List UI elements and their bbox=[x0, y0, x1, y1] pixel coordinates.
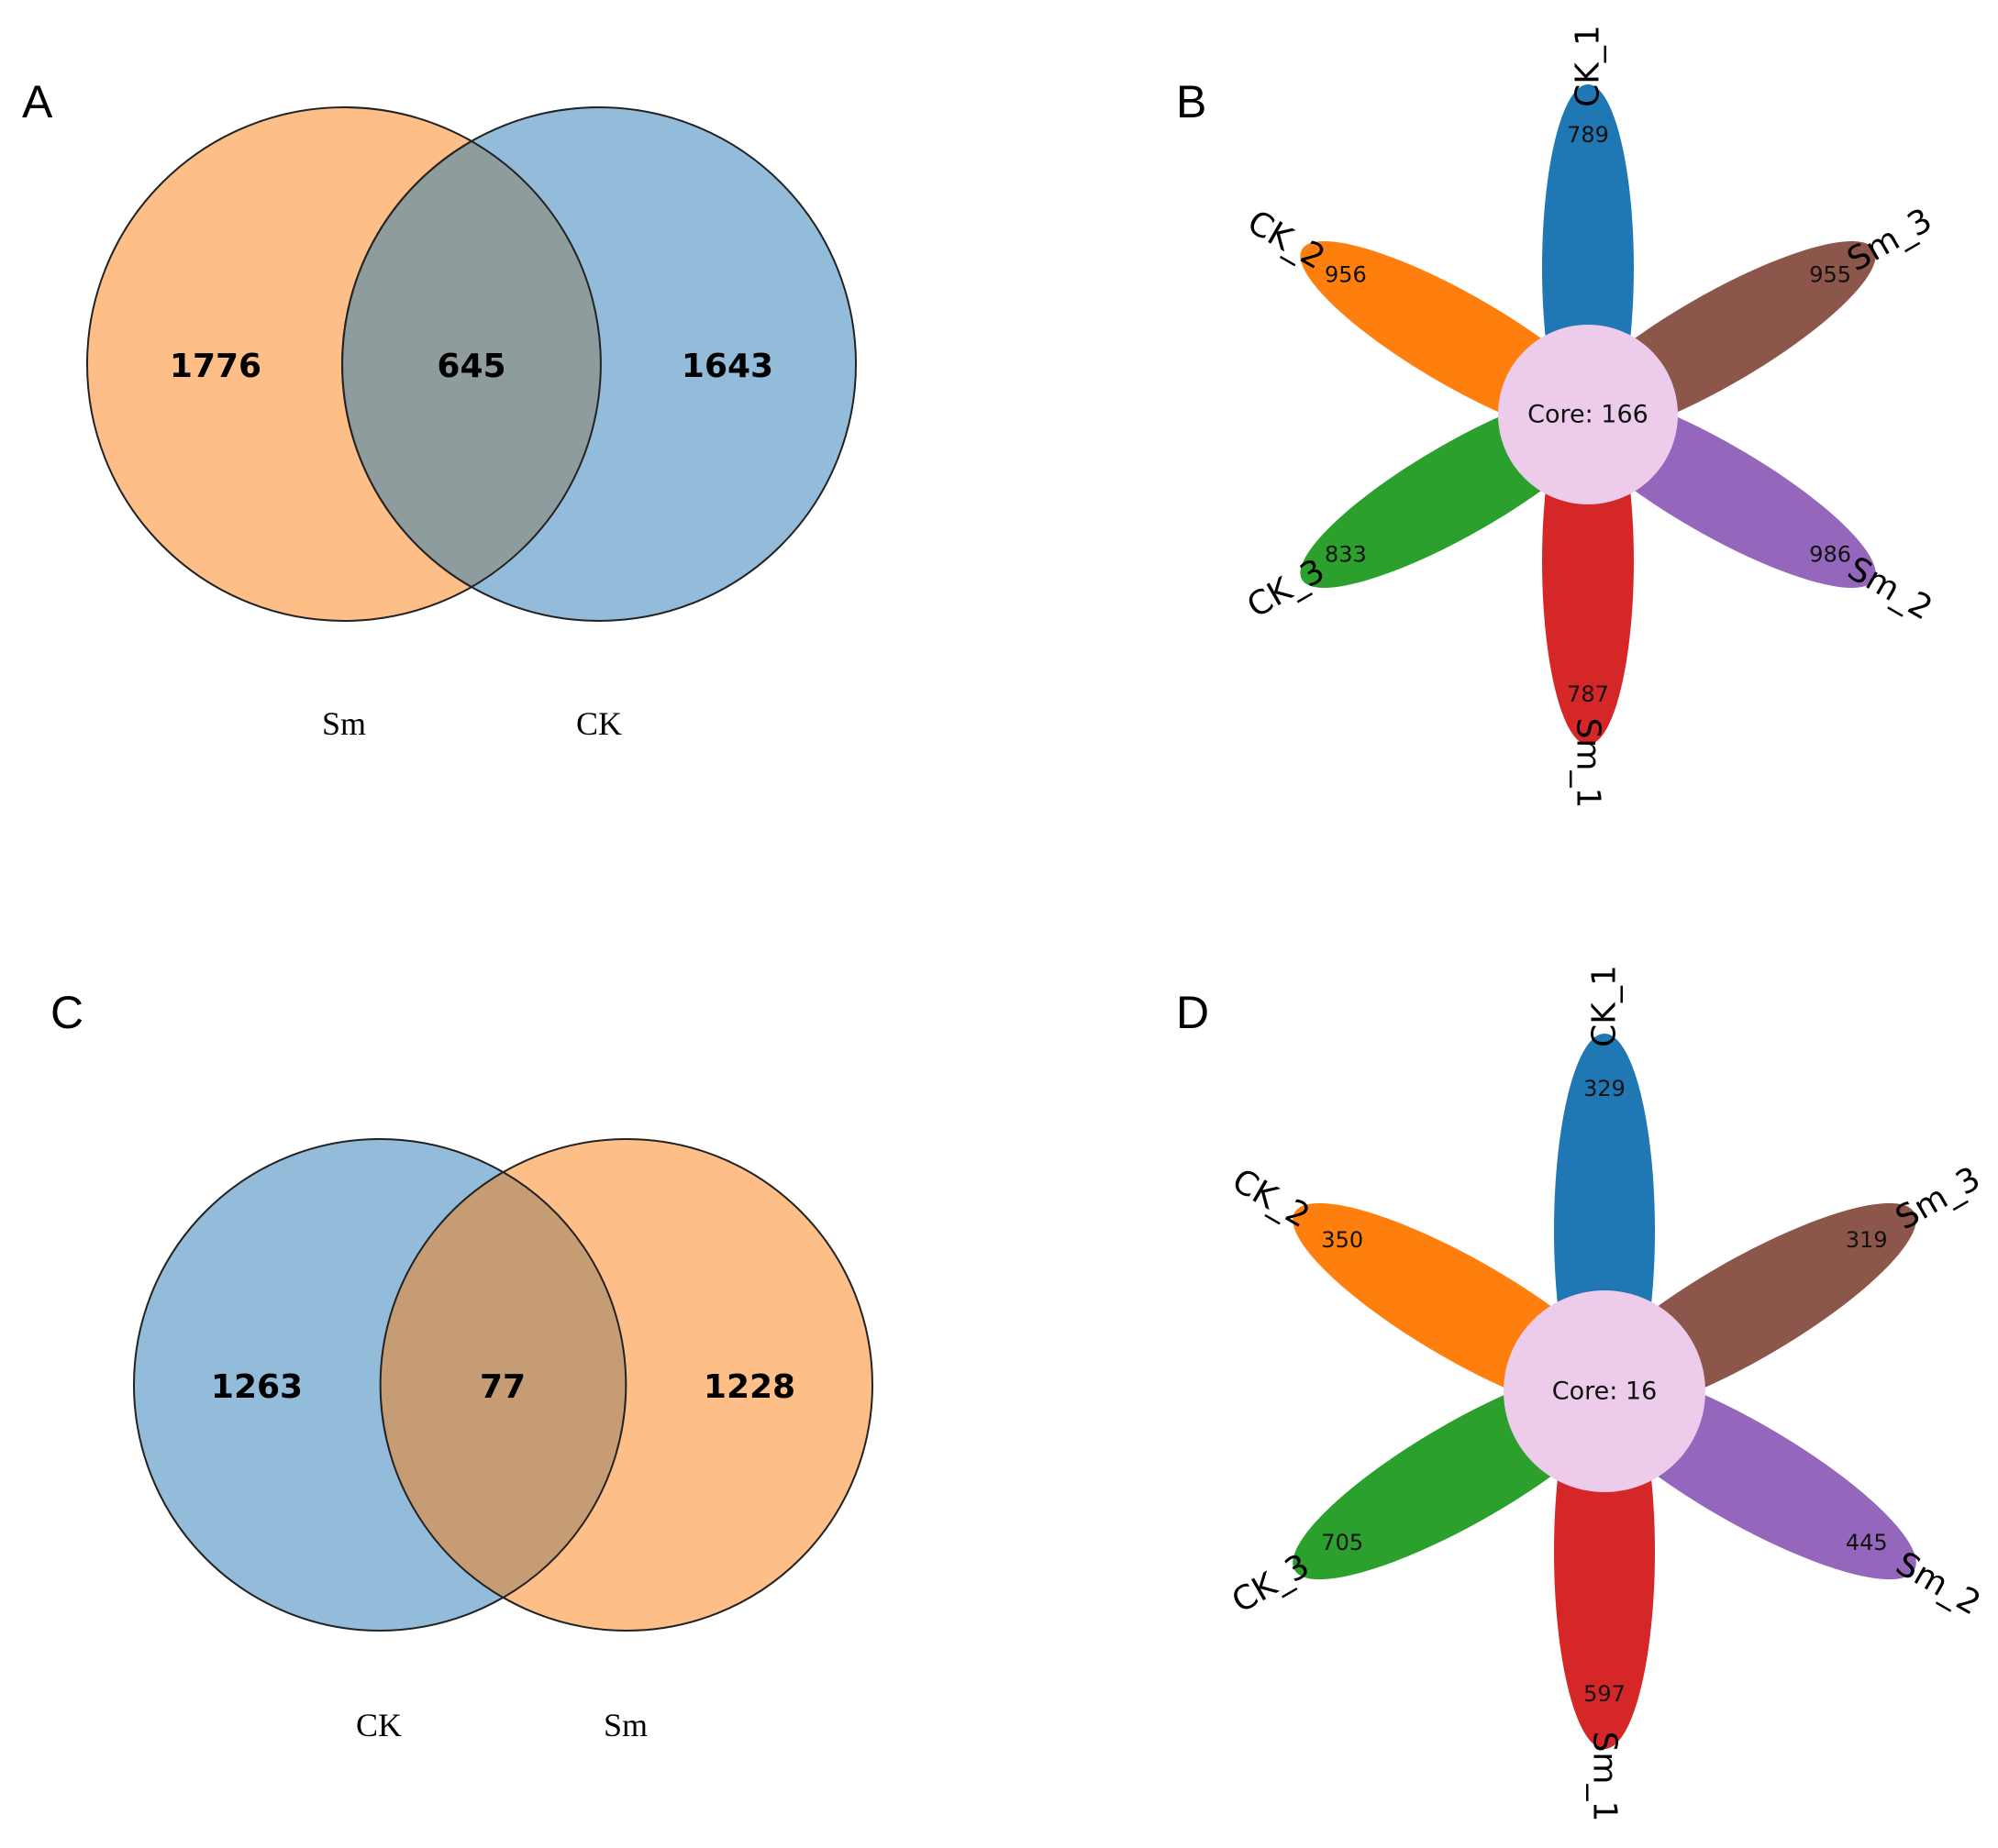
venn-a-count-set1: 1776 bbox=[170, 348, 261, 385]
flower-b-count-sm-1: 787 bbox=[1567, 681, 1609, 707]
flower-d-label-ck-1: CK_1 bbox=[1586, 965, 1624, 1047]
flower-b-label-ck-1: CK_1 bbox=[1570, 25, 1607, 107]
flower-d-core bbox=[1504, 1290, 1705, 1492]
flower-d-count-sm-2: 445 bbox=[1846, 1530, 1888, 1555]
flower-d-count-ck-3: 705 bbox=[1321, 1530, 1363, 1555]
venn-c-label-set2: Sm bbox=[604, 1707, 648, 1743]
venn-c-count-intersection: 77 bbox=[480, 1368, 526, 1406]
flower-b-count-sm-2: 986 bbox=[1809, 542, 1851, 568]
venn-a-overlap bbox=[341, 139, 602, 589]
panel-c-venn: C 1263 77 1228 CK Sm bbox=[50, 987, 873, 1743]
flower-d-count-sm-1: 597 bbox=[1583, 1681, 1626, 1707]
flower-d-core-label: Core: 16 bbox=[1552, 1378, 1658, 1406]
flower-b-count-ck-2: 956 bbox=[1325, 262, 1367, 288]
venn-a-label-set1: Sm bbox=[322, 705, 366, 742]
flower-b-core-label: Core: 166 bbox=[1527, 401, 1648, 429]
flower-b-count-sm-3: 955 bbox=[1809, 262, 1851, 288]
venn-c-overlap bbox=[379, 1170, 627, 1599]
flower-d-count-ck-2: 350 bbox=[1321, 1227, 1363, 1253]
panel-letter-c: C bbox=[50, 987, 83, 1038]
flower-b-core bbox=[1498, 325, 1678, 504]
flower-b-counts: 789 955 986 787 833 956 bbox=[1325, 122, 1851, 707]
panel-a-venn: A 1776 645 1643 Sm CK bbox=[22, 76, 857, 742]
flower-b-count-ck-3: 833 bbox=[1325, 542, 1367, 568]
venn-c-count-set1: 1263 bbox=[211, 1368, 303, 1406]
panel-letter-d: D bbox=[1176, 987, 1209, 1038]
venn-c-label-set1: CK bbox=[356, 1707, 402, 1743]
flower-d-count-ck-1: 329 bbox=[1583, 1076, 1626, 1101]
venn-a-count-intersection: 645 bbox=[437, 348, 505, 385]
venn-a-count-set2: 1643 bbox=[682, 348, 773, 385]
flower-b-count-ck-1: 789 bbox=[1567, 122, 1609, 148]
flower-d-label-sm-1: Sm_1 bbox=[1586, 1732, 1624, 1822]
flower-b-label-sm-1: Sm_1 bbox=[1570, 718, 1607, 809]
panel-letter-b: B bbox=[1176, 76, 1206, 127]
venn-a-label-set2: CK bbox=[576, 705, 622, 742]
venn-c-count-set2: 1228 bbox=[704, 1368, 795, 1406]
panel-letter-a: A bbox=[22, 76, 53, 127]
flower-d-count-sm-3: 319 bbox=[1846, 1227, 1888, 1253]
flower-d-counts: 329 319 445 597 705 350 bbox=[1321, 1076, 1887, 1707]
